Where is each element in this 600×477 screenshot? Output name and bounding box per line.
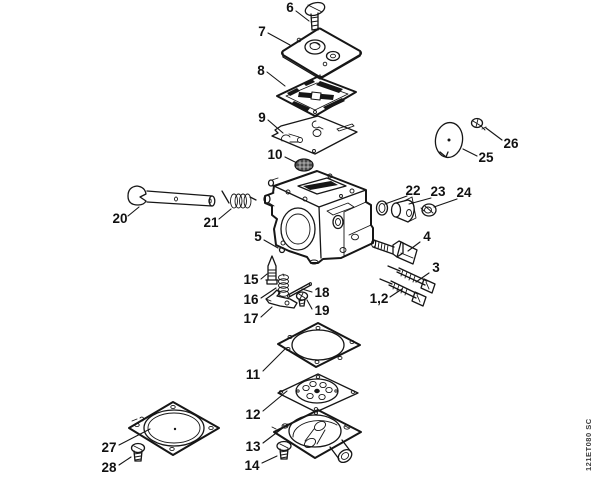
callout-labels: 6 7 8 9 10 20 21 5 15 16 17 18 19 22 23 …	[101, 0, 519, 475]
part-pin-18-drawing	[287, 282, 312, 298]
leader-24	[433, 198, 458, 208]
part-disc-25-drawing	[434, 121, 464, 159]
callout-18: 18	[314, 285, 330, 300]
callout-4: 4	[423, 229, 431, 244]
leader-20	[127, 206, 140, 217]
leader-28	[118, 456, 132, 466]
callout-23: 23	[430, 184, 446, 199]
callout-24: 24	[456, 185, 472, 200]
callout-3: 3	[432, 260, 440, 275]
leader-3	[415, 272, 430, 283]
part-cover-plate-7-drawing	[281, 27, 362, 80]
part-lever-17-drawing	[265, 289, 298, 309]
callout-28: 28	[101, 460, 117, 475]
leader-19	[306, 299, 313, 310]
callout-7: 7	[258, 24, 266, 39]
callout-21: 21	[203, 215, 219, 230]
leader-7	[267, 32, 291, 46]
part-screw-6-drawing	[304, 1, 326, 31]
callout-15: 15	[243, 272, 259, 287]
leader-10	[284, 156, 298, 164]
part-screw-19-drawing	[295, 291, 309, 307]
part-plate-9-drawing	[271, 115, 358, 155]
leader-lines	[118, 10, 503, 466]
leader-6	[295, 10, 310, 22]
callout-19: 19	[314, 303, 329, 318]
callout-12: 12	[245, 407, 260, 422]
part-screw-14-drawing	[276, 440, 292, 460]
leader-17	[260, 306, 273, 318]
part-washer-22-drawing	[375, 200, 389, 216]
callout-26: 26	[503, 136, 519, 151]
callout-8: 8	[257, 63, 265, 78]
drawing-number: 121ET080 SC	[584, 418, 593, 471]
leader-12	[262, 390, 288, 412]
leader-14	[261, 455, 278, 464]
part-gasket-8-drawing	[276, 76, 357, 117]
callout-6: 6	[286, 0, 294, 15]
leader-9	[267, 119, 284, 134]
part-spring-21-drawing	[221, 190, 257, 209]
leader-15	[260, 273, 268, 280]
leader-22	[384, 195, 408, 205]
part-pump-cover-13-drawing	[271, 409, 362, 464]
callout-1-2: 1,2	[370, 291, 389, 306]
callout-25: 25	[478, 150, 494, 165]
part-screw-28-drawing	[130, 442, 146, 462]
leader-25	[462, 148, 478, 157]
callout-9: 9	[258, 110, 266, 125]
leader-13	[262, 423, 289, 444]
part-needle-3-drawing	[387, 265, 436, 294]
callout-16: 16	[243, 292, 259, 307]
callout-13: 13	[245, 439, 261, 454]
part-spring-16-drawing	[278, 273, 289, 297]
callout-17: 17	[243, 311, 258, 326]
callout-5: 5	[254, 229, 262, 244]
part-valve-4-drawing	[371, 239, 418, 265]
leader-27	[118, 428, 151, 446]
callout-20: 20	[112, 211, 127, 226]
part-screen-10-drawing	[294, 158, 314, 172]
part-swivel-23-drawing	[390, 196, 417, 223]
part-shaft-20-drawing	[127, 185, 216, 207]
callout-11: 11	[246, 367, 261, 382]
part-cover-27-drawing	[128, 401, 220, 456]
part-diaphragm-12-drawing	[277, 373, 359, 413]
callout-14: 14	[244, 458, 260, 473]
part-gasket-11-drawing	[277, 322, 361, 368]
leader-5	[263, 239, 279, 249]
leader-26	[485, 127, 503, 141]
leader-1-2	[389, 288, 403, 298]
callout-10: 10	[267, 147, 282, 162]
part-screw-26-drawing	[470, 117, 487, 131]
leader-18	[301, 288, 313, 293]
leader-11	[262, 348, 286, 372]
callout-27: 27	[101, 440, 116, 455]
leader-16	[260, 287, 277, 299]
part-inlet-needle-15-drawing	[265, 255, 279, 285]
part-needles-1-2-drawing	[379, 278, 427, 307]
part-carburetor-body-drawing	[263, 170, 374, 265]
part-ball-5-drawing	[278, 246, 286, 254]
leader-23	[408, 197, 432, 205]
part-plug-24-drawing	[420, 203, 437, 217]
leader-21	[218, 208, 232, 220]
callout-22: 22	[405, 183, 420, 198]
leader-8	[266, 71, 286, 87]
leader-4	[407, 241, 421, 252]
